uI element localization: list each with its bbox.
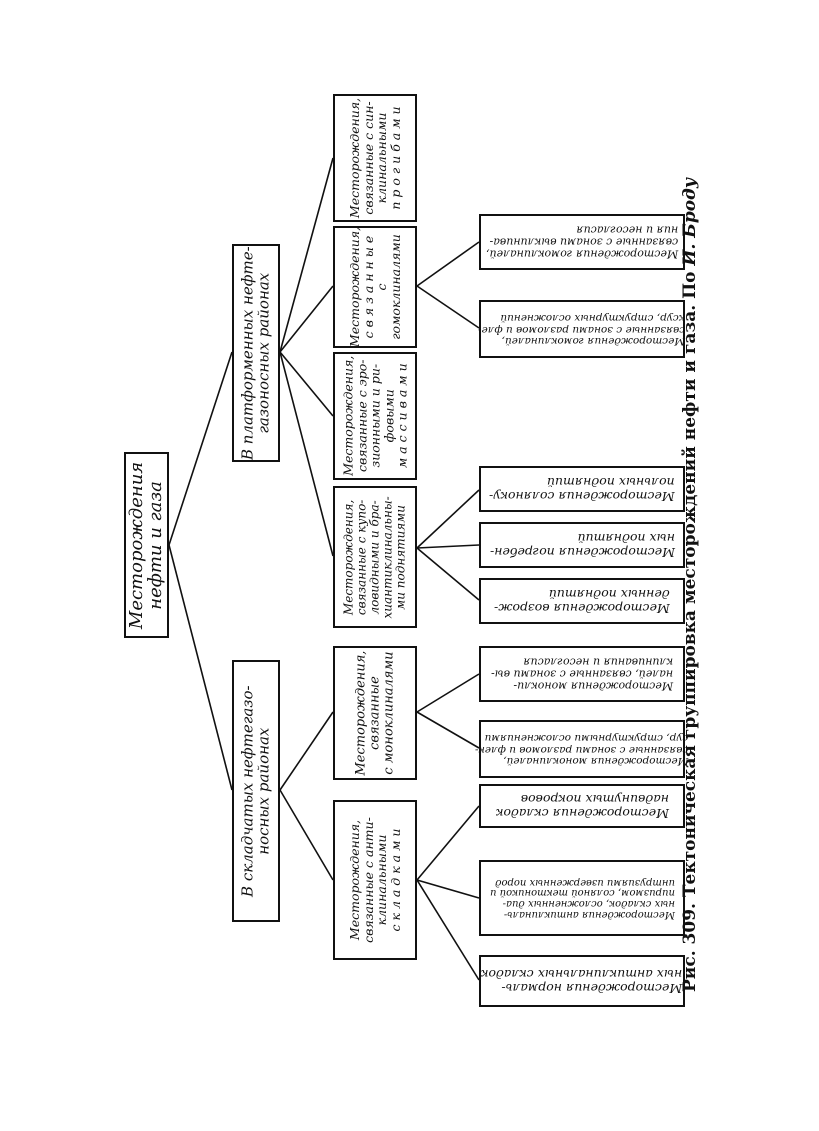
- group-box-homoclines: Месторождения, с в я з а н н ы е с гомок…: [333, 226, 417, 348]
- root-box: Месторождения нефти и газа: [124, 452, 169, 638]
- group-box-anticlinal-folds: Месторождения, связанные с анти- клиналь…: [333, 800, 417, 960]
- figure-caption-text: Рис. 309. Тектоническая группировка мест…: [680, 178, 700, 992]
- connector-line-6: [279, 285, 334, 353]
- connector-line-2: [279, 789, 334, 881]
- group-label: Месторождения, связанные с купо- ловидны…: [341, 495, 408, 619]
- connector-line-3: [279, 711, 334, 791]
- leaf-box-overthrust-folds: Месторождения складок надвинутых покрово…: [479, 784, 685, 828]
- connector-line-1: [168, 351, 233, 546]
- branch-box-platform-areas: В платформенных нефте- газоносных района…: [232, 244, 280, 462]
- group-label: Месторождения, с в я з а н н ы е с гомок…: [347, 226, 403, 348]
- group-box-monoclines: Месторождения, связанные с моноклиналями: [333, 646, 417, 780]
- connector-line-12: [416, 673, 480, 713]
- leaf-label: Месторождения монокли- налей, связанные …: [490, 656, 674, 693]
- leaf-label: Месторождения гомоклиналей, связанные с …: [478, 312, 686, 347]
- caption-main: Рис. 309. Тектоническая группировка мест…: [680, 271, 700, 993]
- connector-line-7: [279, 157, 334, 353]
- connector-line-17: [416, 241, 480, 287]
- connector-line-0: [168, 544, 233, 791]
- leaf-label: Месторождения складок надвинутых покрово…: [495, 792, 669, 821]
- leaf-box-monoclines-faults: Месторождения моноклиналей, связанные с …: [475, 720, 689, 778]
- leaf-label: Месторождения погребен- ных поднятий: [489, 531, 675, 560]
- group-label: Месторождения, связанные с син- клинальн…: [347, 97, 403, 219]
- group-box-domal-uplifts: Месторождения, связанные с купо- ловидны…: [333, 486, 417, 628]
- branch-label: В платформенных нефте- газоносных района…: [238, 246, 274, 460]
- connector-line-9: [416, 879, 480, 899]
- leaf-label: Месторождения соляноку- польных поднятий: [489, 475, 675, 504]
- connector-line-10: [416, 805, 480, 881]
- group-box-synclinal-troughs: Месторождения, связанные с син- клинальн…: [333, 94, 417, 222]
- leaf-label: Месторождения возрож- денных поднятий: [494, 587, 670, 616]
- branch-label: В складчатых нефтегазо- носных районах: [238, 685, 273, 897]
- connector-line-8: [416, 879, 480, 981]
- connector-line-5: [279, 351, 334, 417]
- group-box-erosional-reef-massifs: Месторождения, связанные с эро- зионными…: [333, 352, 417, 480]
- leaf-label: Месторождения моноклиналей, связанные с …: [475, 732, 689, 767]
- branch-box-folded-areas: В складчатых нефтегазо- носных районах: [232, 660, 280, 922]
- leaf-label: Месторождения гомоклиналей, связанные с …: [485, 224, 679, 261]
- connector-line-4: [279, 351, 334, 557]
- connector-line-16: [416, 285, 480, 329]
- leaf-box-monoclines-wedging: Месторождения монокли- налей, связанные …: [479, 646, 685, 702]
- connector-line-13: [416, 547, 480, 601]
- leaf-box-salt-dome-uplifts: Месторождения соляноку- польных поднятий: [479, 466, 685, 512]
- leaf-box-complicated-anticlines: Месторождения антиклиналь- ных складок, …: [479, 860, 685, 936]
- connector-line-11: [416, 711, 480, 749]
- group-label: Месторождения, связанные с моноклиналями: [352, 650, 397, 776]
- group-label: Месторождения, связанные с анти- клиналь…: [347, 817, 403, 943]
- caption-author: И. Броду: [680, 177, 700, 266]
- leaf-box-revived-uplifts: Месторождения возрож- денных поднятий: [479, 578, 685, 624]
- leaf-label: Месторождения нормаль- ных антиклинальны…: [481, 967, 683, 996]
- root-label: Месторождения нефти и газа: [126, 461, 167, 629]
- leaf-box-buried-uplifts: Месторождения погребен- ных поднятий: [479, 522, 685, 568]
- leaf-box-homoclines-faults: Месторождения гомоклиналей, связанные с …: [478, 300, 686, 358]
- group-label: Месторождения, связанные с эро- зионными…: [340, 355, 410, 477]
- leaf-box-normal-anticlines: Месторождения нормаль- ных антиклинальны…: [479, 955, 685, 1007]
- connector-line-15: [416, 489, 480, 549]
- leaf-box-homoclines-wedging: Месторождения гомоклиналей, связанные с …: [479, 214, 685, 270]
- leaf-label: Месторождения антиклиналь- ных складок, …: [489, 877, 675, 921]
- connector-line-14: [416, 544, 480, 549]
